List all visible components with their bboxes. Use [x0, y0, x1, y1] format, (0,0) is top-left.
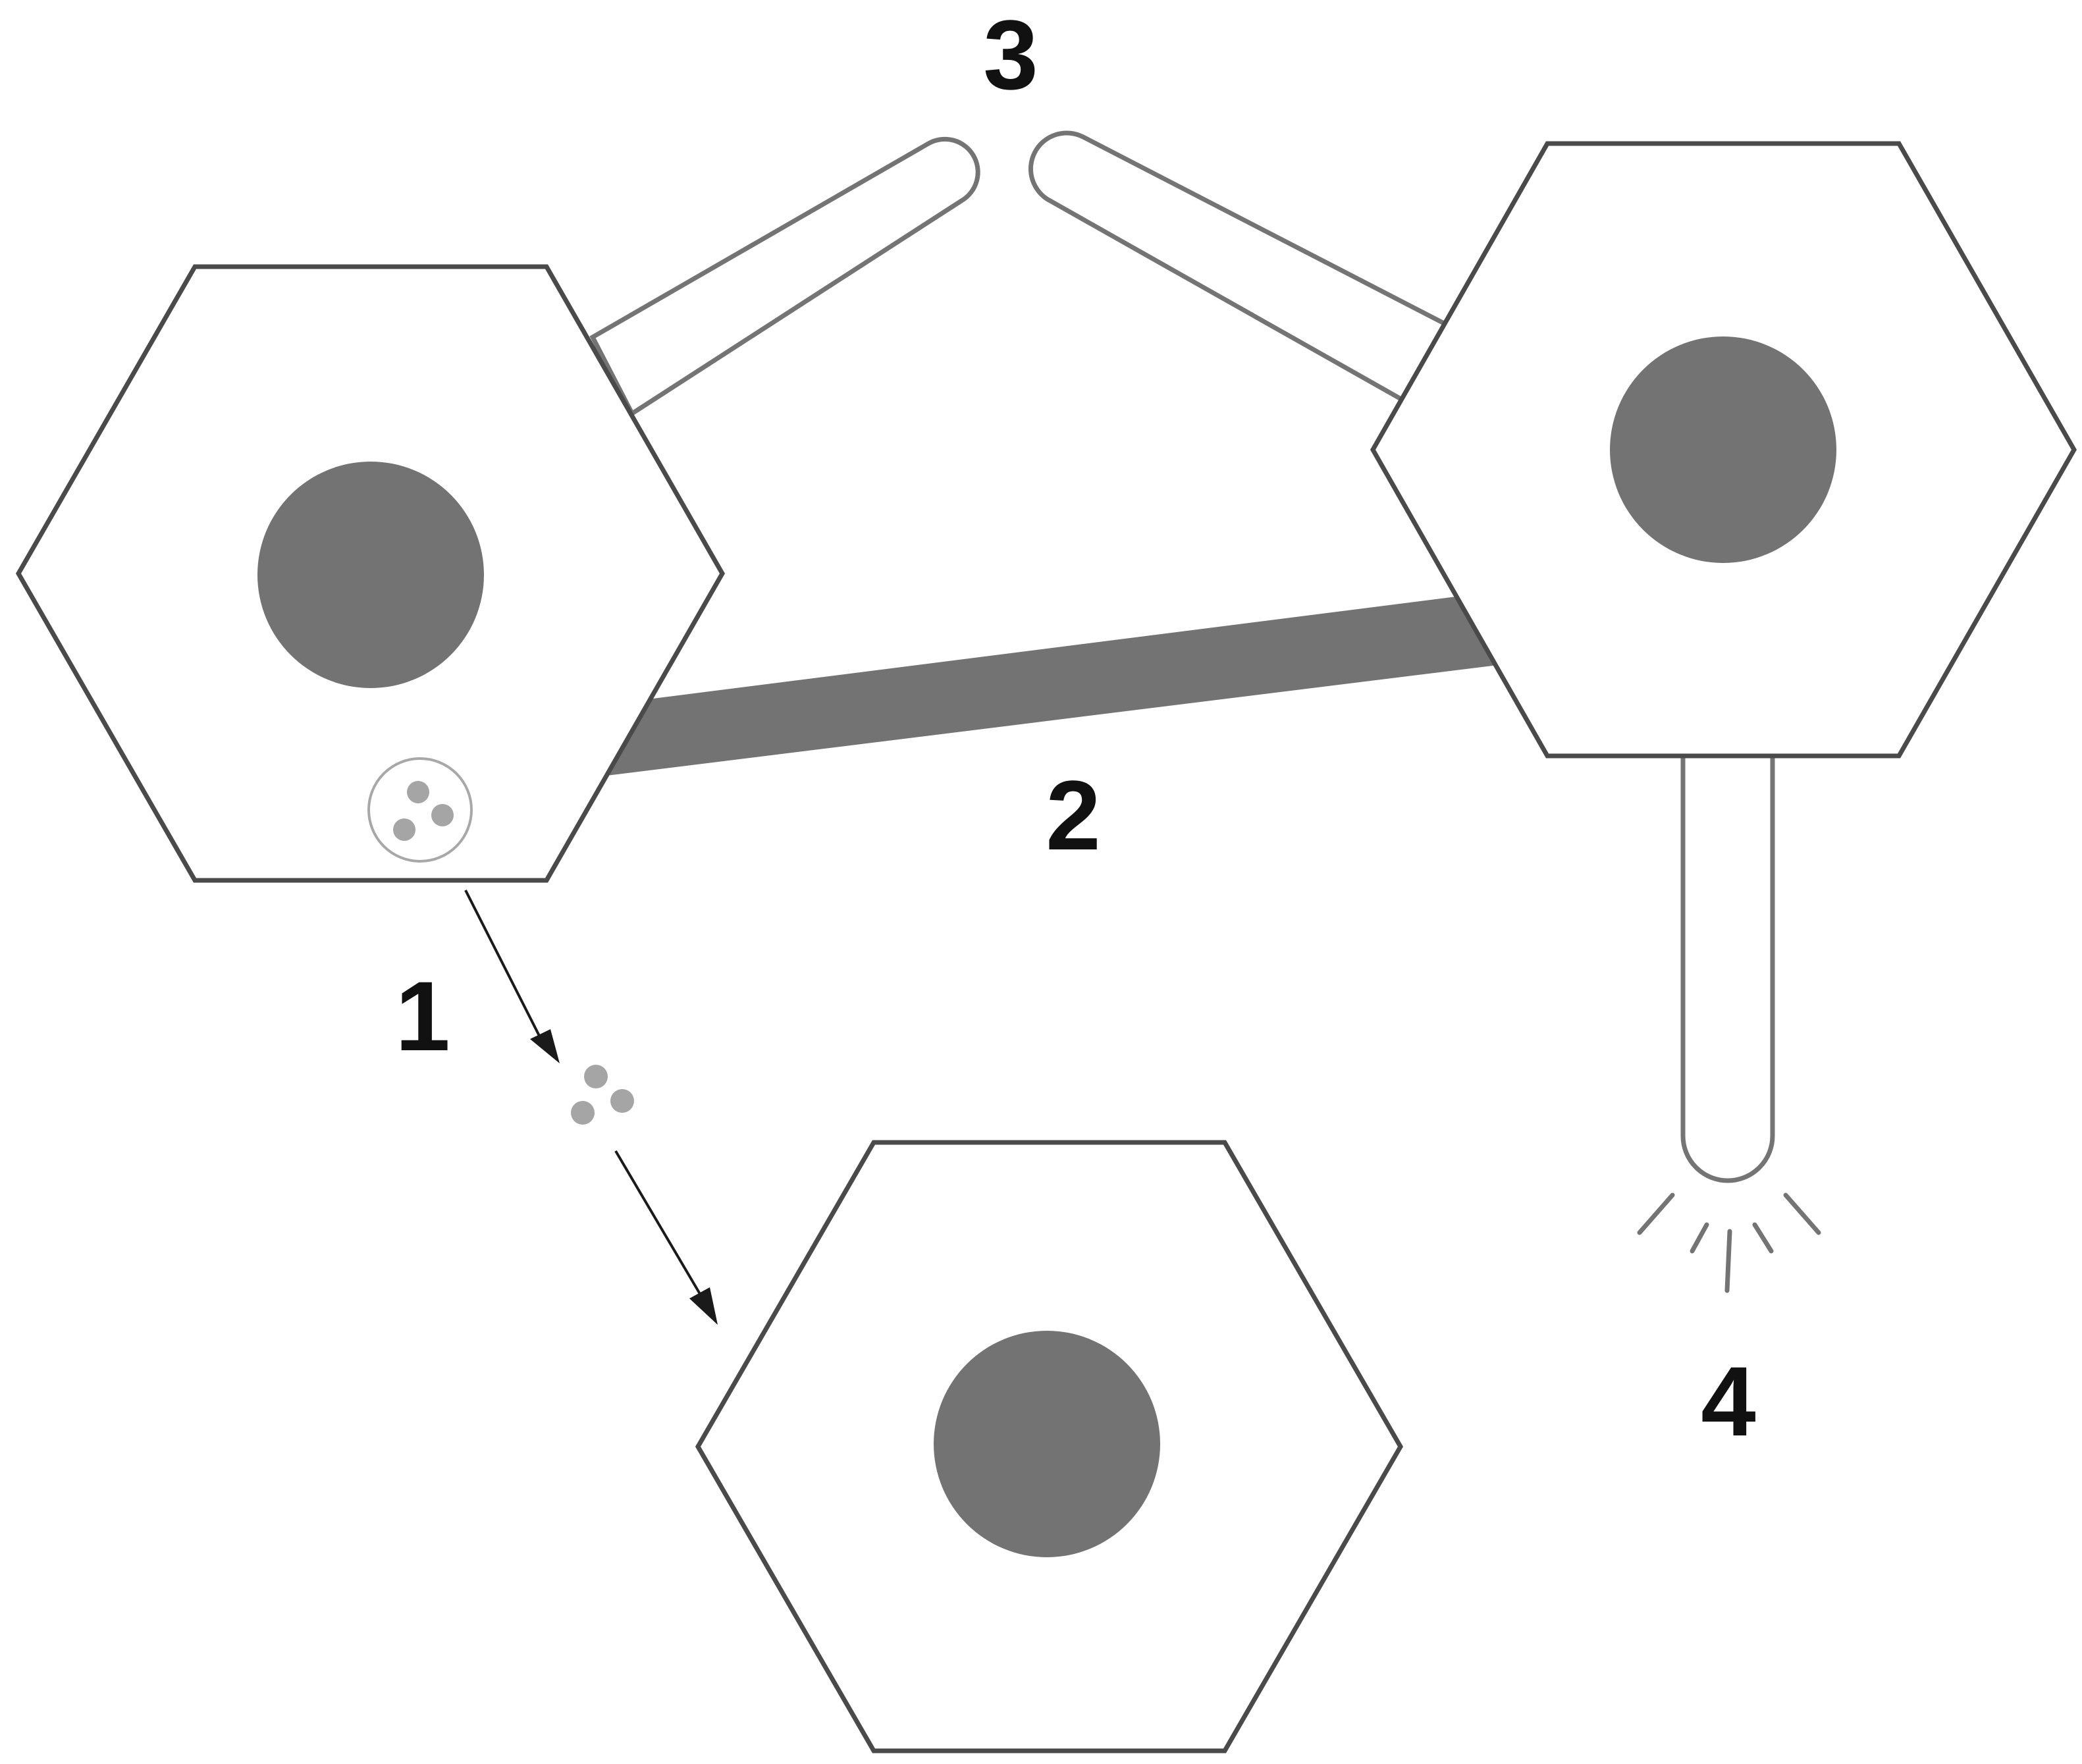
right-cell [1370, 141, 2077, 759]
released-particle [584, 1065, 608, 1088]
signal-ray [1752, 1222, 1774, 1254]
label-mechanism-4: 4 [1701, 1346, 1755, 1457]
arrow-to-bottom-cell [614, 1150, 701, 1295]
vesicle-particle [393, 818, 415, 841]
left-protrusion [589, 136, 980, 417]
arrow-head [530, 1029, 560, 1063]
signal-ray [1637, 1192, 1675, 1235]
label-mechanism-3: 3 [983, 0, 1038, 110]
signal-ray [1783, 1192, 1821, 1235]
cell-bridge [596, 596, 1498, 777]
right-cell-nucleus [1610, 336, 1836, 563]
released-particle [571, 1101, 595, 1125]
left-cell [15, 264, 726, 883]
arrow-head [689, 1287, 718, 1325]
arrow-to-particles [464, 890, 541, 1038]
bottom-cell-nucleus [934, 1331, 1160, 1557]
vesicle [367, 757, 473, 863]
bottom-cell [695, 1140, 1404, 1753]
secretion-pathway [464, 890, 718, 1325]
released-particle [610, 1089, 634, 1113]
vesicle-particle [431, 804, 454, 826]
left-cell-nucleus [257, 462, 484, 688]
signal-ray [1690, 1222, 1709, 1254]
long-protrusion [1680, 735, 1775, 1183]
right-protrusion [1028, 130, 1449, 405]
signal-ray [1724, 1229, 1732, 1293]
label-mechanism-1: 1 [395, 961, 450, 1071]
signal-rays [1637, 1192, 1821, 1293]
label-mechanism-2: 2 [1046, 760, 1100, 870]
protrusion-pair [589, 130, 1449, 417]
vesicle-particle [407, 781, 429, 803]
